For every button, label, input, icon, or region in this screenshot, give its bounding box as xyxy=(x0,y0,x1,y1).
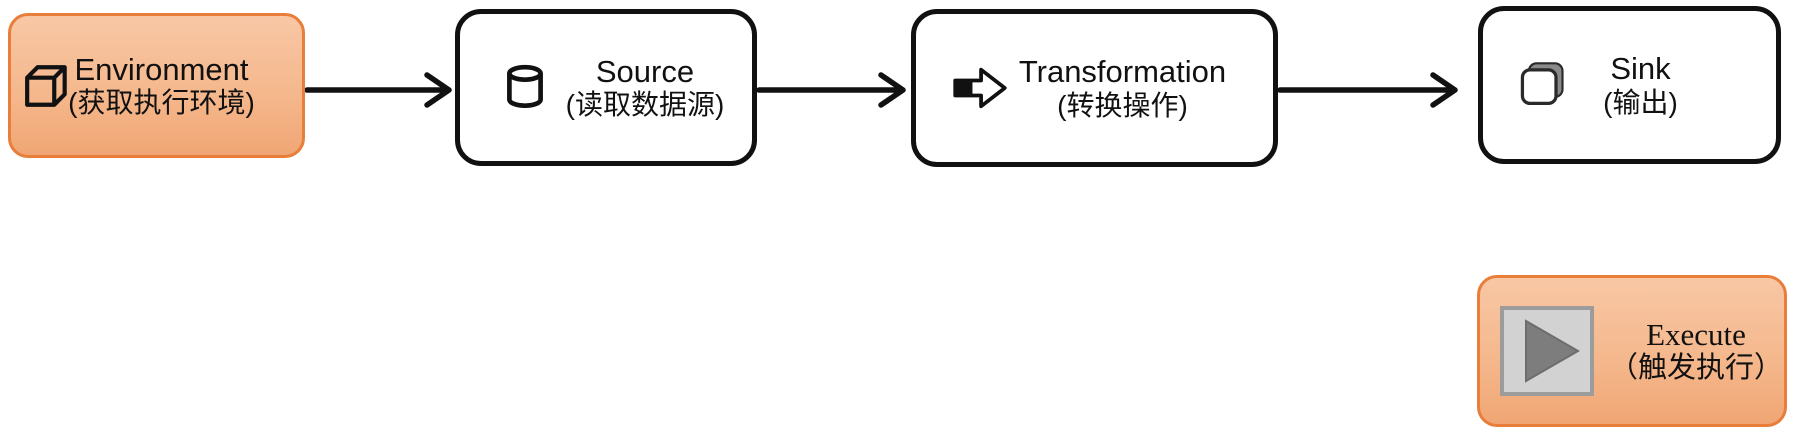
node-environment: Environment (获取执行环境) xyxy=(8,13,305,158)
node-subtitle: (转换操作) xyxy=(1057,89,1188,121)
node-transformation: Transformation (转换操作) xyxy=(911,9,1278,167)
connector-arrow-env-source xyxy=(304,72,452,108)
cube-icon xyxy=(23,61,73,111)
node-title: Environment xyxy=(74,51,249,87)
block-arrow-icon xyxy=(952,64,1008,112)
node-title: Sink xyxy=(1610,51,1671,87)
node-subtitle: （触发执行） xyxy=(1608,352,1783,385)
play-icon xyxy=(1500,306,1594,396)
node-execute: Execute （触发执行） xyxy=(1477,275,1787,427)
node-title: Source xyxy=(595,53,695,89)
node-title: Transformation xyxy=(1018,54,1227,90)
connector-arrow-transformation-sink xyxy=(1277,72,1458,108)
connector-arrow-source-transformation xyxy=(756,72,906,108)
node-source: Source (读取数据源) xyxy=(455,9,757,166)
node-subtitle: (输出) xyxy=(1603,86,1678,118)
node-title: Execute xyxy=(1646,316,1746,352)
node-subtitle: (获取执行环境) xyxy=(68,87,255,119)
3d-square-icon xyxy=(1517,59,1569,111)
node-sink: Sink (输出) xyxy=(1478,6,1781,164)
node-subtitle: (读取数据源) xyxy=(565,89,725,121)
database-cylinder-icon xyxy=(500,62,550,114)
